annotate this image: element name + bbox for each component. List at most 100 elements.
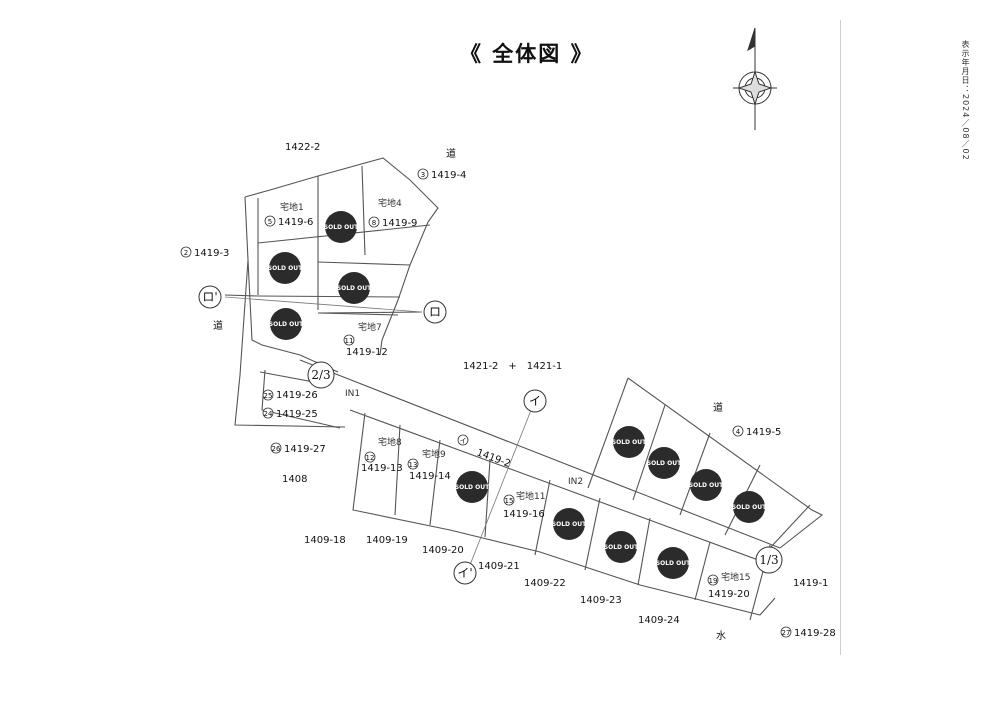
svg-text:宅地9: 宅地9 bbox=[422, 448, 446, 460]
svg-text:宅地15: 宅地15 bbox=[721, 571, 750, 583]
svg-text:1419-27: 1419-27 bbox=[284, 444, 326, 455]
sold-badge: SOLD OUT bbox=[647, 447, 682, 479]
svg-text:5: 5 bbox=[268, 218, 272, 226]
svg-text:4: 4 bbox=[736, 428, 741, 436]
sold-badge: SOLD OUT bbox=[269, 308, 304, 340]
svg-text:ロ: ロ bbox=[429, 305, 441, 319]
svg-text:3: 3 bbox=[421, 171, 425, 179]
svg-text:SOLD OUT: SOLD OUT bbox=[552, 521, 587, 528]
sold-badge: SOLD OUT bbox=[324, 211, 359, 243]
sold-badge: SOLD OUT bbox=[552, 508, 587, 540]
svg-text:1409-19: 1409-19 bbox=[366, 535, 408, 546]
svg-text:8: 8 bbox=[372, 219, 376, 227]
sold-badge: SOLD OUT bbox=[268, 252, 303, 284]
sold-badge: SOLD OUT bbox=[656, 547, 691, 579]
svg-text:1419-9: 1419-9 bbox=[382, 218, 417, 229]
svg-text:道: 道 bbox=[213, 319, 223, 332]
frame-divider-line bbox=[840, 20, 841, 655]
lower-lots bbox=[352, 377, 811, 621]
svg-text:1419-2: 1419-2 bbox=[475, 447, 512, 469]
sold-badges: SOLD OUT SOLD OUT SOLD OUT SOLD OUT SOLD… bbox=[268, 211, 767, 579]
svg-text:1409-23: 1409-23 bbox=[580, 595, 622, 606]
svg-text:11: 11 bbox=[345, 337, 354, 345]
parcel-labels: 1422-2 道 1419-4 宅地1 1419-6 宅地4 1419-9 14… bbox=[194, 142, 836, 642]
svg-text:1419-13: 1419-13 bbox=[361, 463, 403, 474]
svg-text:SOLD OUT: SOLD OUT bbox=[269, 321, 304, 328]
svg-text:13: 13 bbox=[409, 461, 418, 469]
svg-text:イ: イ bbox=[460, 437, 467, 445]
compass-rose-icon bbox=[733, 27, 777, 130]
svg-text:宅地1: 宅地1 bbox=[280, 201, 304, 213]
svg-text:1422-2: 1422-2 bbox=[285, 142, 320, 153]
svg-text:1419-25: 1419-25 bbox=[276, 409, 318, 420]
svg-text:19: 19 bbox=[709, 577, 718, 585]
svg-text:SOLD OUT: SOLD OUT bbox=[612, 439, 647, 446]
svg-text:15: 15 bbox=[505, 497, 514, 505]
svg-text:1409-22: 1409-22 bbox=[524, 578, 566, 589]
svg-text:1419-20: 1419-20 bbox=[708, 589, 750, 600]
svg-text:宅地11: 宅地11 bbox=[516, 490, 545, 502]
svg-text:宅地8: 宅地8 bbox=[378, 436, 402, 448]
svg-text:IN2: IN2 bbox=[568, 477, 583, 487]
svg-text:1/3: 1/3 bbox=[759, 553, 778, 567]
svg-text:26: 26 bbox=[272, 445, 281, 453]
svg-text:1421-2 + 1421-1: 1421-2 + 1421-1 bbox=[463, 361, 562, 372]
svg-text:1408: 1408 bbox=[282, 474, 307, 485]
svg-text:1419-12: 1419-12 bbox=[346, 347, 388, 358]
diagonal-road bbox=[299, 359, 824, 569]
svg-text:1419-6: 1419-6 bbox=[278, 217, 313, 228]
page-title: 《 全体図 》 bbox=[460, 42, 594, 66]
svg-text:1419-26: 1419-26 bbox=[276, 390, 318, 401]
svg-text:SOLD OUT: SOLD OUT bbox=[268, 265, 303, 272]
svg-text:1409-20: 1409-20 bbox=[422, 545, 464, 556]
print-date: 表示年月日：2024／08／02 bbox=[961, 40, 970, 161]
svg-text:宅地7: 宅地7 bbox=[358, 321, 382, 333]
svg-text:SOLD OUT: SOLD OUT bbox=[689, 482, 724, 489]
svg-text:SOLD OUT: SOLD OUT bbox=[455, 484, 490, 491]
marker-i: イ bbox=[523, 389, 547, 413]
svg-text:1419-5: 1419-5 bbox=[746, 427, 781, 438]
section-lines bbox=[224, 296, 536, 571]
sold-badge: SOLD OUT bbox=[604, 531, 639, 563]
svg-text:SOLD OUT: SOLD OUT bbox=[732, 504, 767, 511]
svg-text:12: 12 bbox=[366, 454, 375, 462]
sold-badge: SOLD OUT bbox=[732, 491, 767, 523]
svg-text:SOLD OUT: SOLD OUT bbox=[324, 224, 359, 231]
svg-text:宅地4: 宅地4 bbox=[378, 197, 402, 209]
svg-text:イ': イ' bbox=[457, 566, 472, 580]
svg-text:2/3: 2/3 bbox=[311, 368, 330, 382]
left-boundary bbox=[234, 259, 346, 429]
svg-text:2: 2 bbox=[184, 249, 188, 257]
svg-text:1409-24: 1409-24 bbox=[638, 615, 680, 626]
svg-text:道: 道 bbox=[446, 147, 456, 160]
marker-ratio-2-3: 2/3 bbox=[307, 361, 335, 389]
svg-text:IN1: IN1 bbox=[345, 389, 360, 399]
sold-badge: SOLD OUT bbox=[689, 469, 724, 501]
svg-text:1419-1: 1419-1 bbox=[793, 578, 828, 589]
svg-text:25: 25 bbox=[264, 392, 273, 400]
sold-badge: SOLD OUT bbox=[337, 272, 372, 304]
svg-text:27: 27 bbox=[782, 629, 791, 637]
marker-ro: ロ bbox=[423, 300, 447, 324]
svg-text:ロ': ロ' bbox=[202, 290, 217, 304]
number-circle-labels: 3 5 8 2 11 25 24 26 イ 12 13 4 15 19 27 bbox=[184, 171, 791, 637]
svg-text:1409-21: 1409-21 bbox=[478, 561, 520, 572]
number-circles bbox=[180, 168, 792, 638]
svg-text:SOLD OUT: SOLD OUT bbox=[647, 460, 682, 467]
svg-text:道: 道 bbox=[713, 401, 723, 414]
svg-text:SOLD OUT: SOLD OUT bbox=[337, 285, 372, 292]
sold-badge: SOLD OUT bbox=[612, 426, 647, 458]
svg-text:24: 24 bbox=[264, 410, 273, 418]
upper-block-boundary bbox=[224, 157, 439, 373]
svg-text:1419-16: 1419-16 bbox=[503, 509, 545, 520]
marker-ro-prime: ロ' bbox=[198, 285, 222, 309]
svg-text:1419-4: 1419-4 bbox=[431, 170, 466, 181]
svg-text:1409-18: 1409-18 bbox=[304, 535, 346, 546]
sold-badge: SOLD OUT bbox=[455, 471, 490, 503]
svg-text:SOLD OUT: SOLD OUT bbox=[604, 544, 639, 551]
svg-text:1419-28: 1419-28 bbox=[794, 628, 836, 639]
svg-text:イ: イ bbox=[529, 394, 541, 408]
marker-ratio-1-3: 1/3 bbox=[755, 546, 783, 574]
marker-i-prime: イ' bbox=[453, 561, 477, 585]
